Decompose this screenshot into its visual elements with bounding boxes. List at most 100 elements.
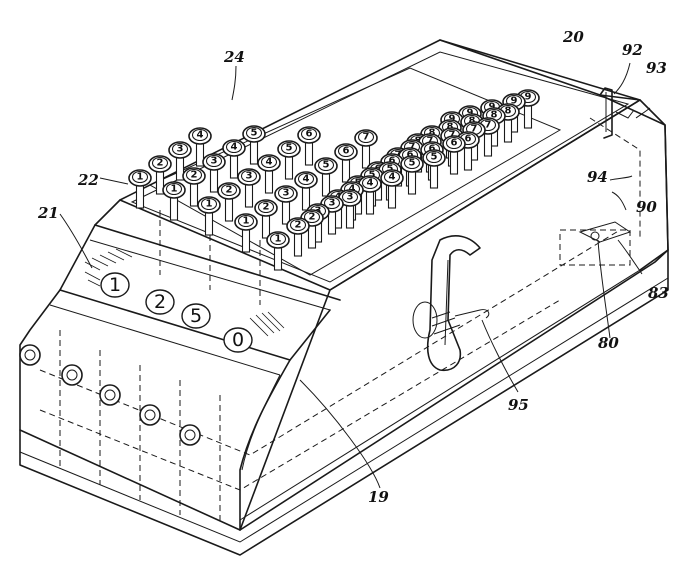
key-deck: [148, 67, 562, 276]
key-label: 6: [451, 138, 458, 149]
key-3[interactable]: 3: [168, 141, 192, 181]
key-label: 5: [409, 158, 416, 169]
key-face: [240, 169, 258, 183]
key-3[interactable]: 3: [202, 153, 226, 193]
key-7[interactable]: 7: [354, 129, 378, 169]
key-5[interactable]: 5: [242, 125, 266, 165]
key-3[interactable]: 3: [320, 195, 344, 235]
key-1[interactable]: 1: [162, 181, 186, 221]
key-label: 4: [303, 174, 310, 185]
key-face: [257, 200, 275, 214]
key-6[interactable]: 6: [442, 135, 466, 175]
clear-button[interactable]: [179, 424, 201, 446]
key-2[interactable]: 2: [148, 155, 172, 195]
ref-80: 80: [598, 334, 619, 352]
key-label: 6: [429, 144, 436, 155]
key-face: [383, 170, 401, 184]
ref-19: 19: [368, 488, 389, 506]
ref-95: 95: [508, 396, 529, 414]
operating-lever[interactable]: [412, 235, 490, 372]
clear-button[interactable]: [139, 404, 161, 426]
key-4[interactable]: 4: [188, 127, 212, 167]
key-5[interactable]: 5: [277, 140, 301, 180]
key-2[interactable]: 2: [182, 167, 206, 207]
key-face: [200, 197, 218, 211]
dial-window: [223, 327, 253, 353]
key-3[interactable]: 3: [274, 185, 298, 225]
key-label: 7: [363, 132, 370, 143]
key-1[interactable]: 1: [234, 213, 258, 253]
ref-93: 93: [646, 59, 667, 77]
key-face: [280, 141, 298, 155]
ref-94: 94: [587, 168, 608, 186]
key-label: 5: [286, 143, 293, 154]
dial-window: [181, 303, 211, 329]
key-label: 6: [407, 150, 414, 161]
key-label: 3: [246, 171, 253, 182]
key-1[interactable]: 1: [197, 196, 221, 236]
key-face: [245, 126, 263, 140]
result-dial: 2: [145, 289, 175, 315]
clear-buttons: [19, 344, 201, 446]
key-4[interactable]: 4: [358, 175, 382, 215]
key-face: [303, 210, 321, 224]
key-label: 7: [449, 130, 456, 141]
key-5[interactable]: 5: [314, 157, 338, 197]
key-6[interactable]: 6: [334, 143, 358, 183]
key-1[interactable]: 1: [128, 169, 152, 209]
key-5[interactable]: 5: [422, 149, 446, 189]
key-label: 6: [306, 129, 313, 140]
key-2[interactable]: 2: [254, 199, 278, 239]
key-face: [289, 218, 307, 232]
key-6[interactable]: 6: [297, 126, 321, 166]
clear-button[interactable]: [19, 344, 41, 366]
key-label: 9: [511, 96, 518, 107]
key-3[interactable]: 3: [338, 189, 362, 229]
key-label: 8: [505, 106, 512, 117]
key-label: 1: [171, 184, 178, 195]
key-face: [185, 168, 203, 182]
dial-window: [145, 289, 175, 315]
key-label: 5: [251, 128, 258, 139]
ref-90: 90: [636, 198, 657, 216]
ref-92: 92: [622, 41, 643, 59]
key-4[interactable]: 4: [222, 139, 246, 179]
clear-button[interactable]: [61, 364, 83, 386]
key-2[interactable]: 2: [300, 209, 324, 249]
key-label: 1: [137, 172, 144, 183]
key-5[interactable]: 5: [400, 155, 424, 195]
ref-20: 20: [562, 28, 584, 46]
key-4[interactable]: 4: [257, 154, 281, 194]
key-face: [151, 156, 169, 170]
key-face: [317, 158, 335, 172]
key-label: 9: [449, 114, 456, 125]
key-label: 8: [429, 128, 436, 139]
key-label: 4: [266, 157, 273, 168]
key-4[interactable]: 4: [294, 171, 318, 211]
key-face: [269, 232, 287, 246]
side-slot: [578, 221, 632, 243]
key-face: [260, 155, 278, 169]
machine-casing: [19, 39, 669, 556]
key-face: [445, 136, 463, 150]
key-label: 2: [191, 170, 198, 181]
ref-21: 21: [37, 204, 59, 222]
key-label: 3: [329, 198, 336, 209]
key-4[interactable]: 4: [380, 169, 404, 209]
cover-clip: [599, 87, 635, 139]
key-label: 3: [347, 192, 354, 203]
key-2[interactable]: 2: [217, 182, 241, 222]
key-label: 7: [485, 120, 492, 131]
leader-lines: [59, 62, 651, 489]
clear-button[interactable]: [99, 384, 121, 406]
key-3[interactable]: 3: [237, 168, 261, 208]
key-2[interactable]: 2: [286, 217, 310, 257]
key-label: 3: [177, 144, 184, 155]
result-dial: 1: [100, 272, 130, 298]
reference-numerals: 21 22 24 20 92 93 94 90 83 80 95 19: [37, 28, 669, 506]
key-label: 5: [431, 152, 438, 163]
key-label: 8: [491, 110, 498, 121]
key-1[interactable]: 1: [266, 231, 290, 271]
key-label: 2: [295, 220, 302, 231]
side-wall: [239, 99, 669, 531]
